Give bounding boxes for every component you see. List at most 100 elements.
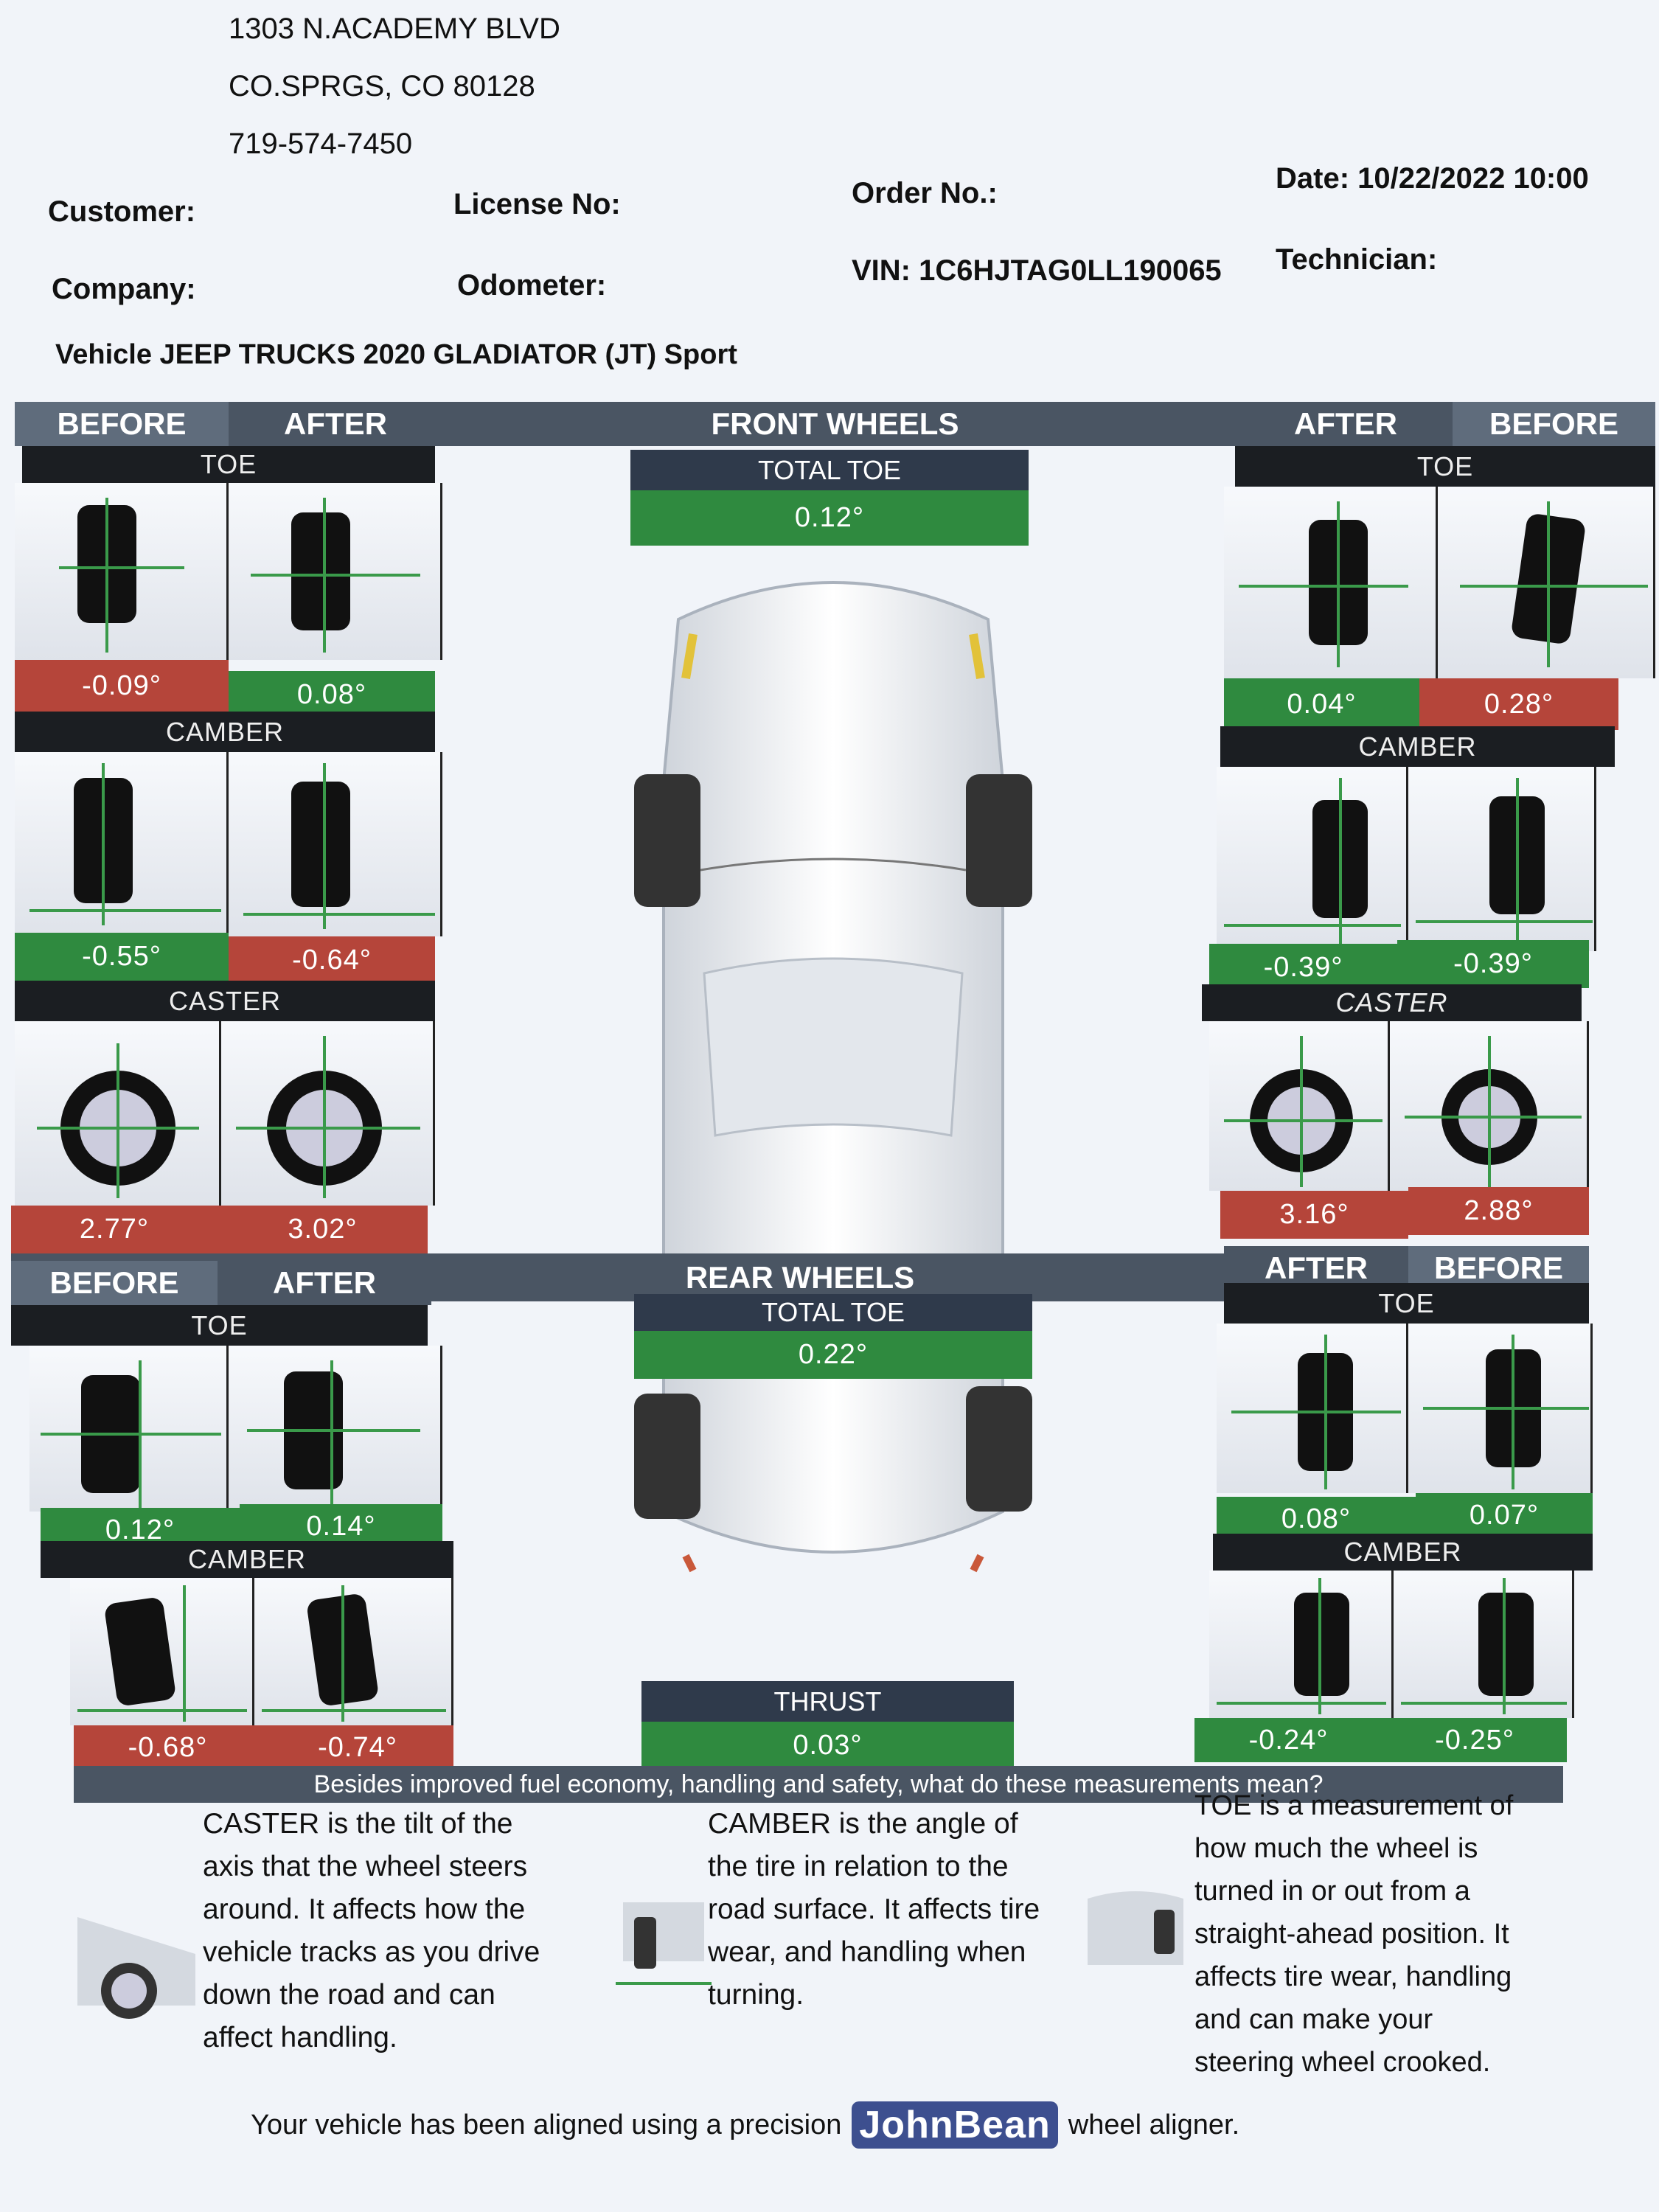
front-right-camber-before-image <box>1408 767 1596 951</box>
front-right-camber-label: CAMBER <box>1220 726 1615 767</box>
front-left-after-tab: AFTER <box>229 402 442 446</box>
front-right-camber-after-value: -0.39° <box>1209 944 1397 992</box>
wheel-icon <box>1224 1036 1382 1187</box>
toe-diagram-icon <box>1088 1891 1183 1965</box>
footer-text-end: wheel aligner. <box>1068 2109 1240 2140</box>
front-left-toe-after-image <box>229 483 442 660</box>
tire-icon <box>243 763 435 929</box>
shop-address-block: 1303 N.ACADEMY BLVD CO.SPRGS, CO 80128 7… <box>229 0 560 173</box>
license-label: License No: <box>453 188 621 220</box>
front-right-toe-after-image <box>1224 487 1438 678</box>
front-right-camber-before-value: -0.39° <box>1397 940 1589 988</box>
front-right-toe-before-image <box>1438 487 1655 678</box>
rear-left-toe-after-image <box>229 1346 442 1512</box>
rear-right-tire-icon <box>966 1386 1032 1512</box>
shop-city: CO.SPRGS, CO 80128 <box>229 70 535 102</box>
front-left-caster-before-image <box>15 1021 221 1206</box>
front-total-toe-value: 0.12° <box>630 490 1029 546</box>
rear-left-toe-before-image <box>29 1346 229 1512</box>
front-left-caster-label: CASTER <box>15 981 435 1021</box>
camber-diagram-icon <box>616 1902 712 1985</box>
tire-icon <box>251 498 420 653</box>
front-left-toe-before-value: -0.09° <box>15 660 229 712</box>
tire-icon <box>1224 778 1401 944</box>
odometer-label: Odometer: <box>457 269 607 302</box>
camber-explanation: CAMBER is the angle of the tire in relat… <box>708 1808 1040 2011</box>
caster-diagram-icon <box>77 1917 195 2019</box>
tire-icon <box>59 498 184 653</box>
vin-field: VIN: 1C6HJTAG0LL190065 <box>852 254 1222 287</box>
footer-text: Your vehicle has been aligned using a pr… <box>251 2109 842 2140</box>
rear-right-camber-after-image <box>1209 1571 1394 1718</box>
front-left-camber-after-image <box>229 752 442 936</box>
front-left-camber-before-image <box>15 752 229 936</box>
front-right-toe-before-value: 0.28° <box>1419 678 1618 730</box>
front-left-tire-icon <box>634 774 700 907</box>
rear-right-camber-before-image <box>1394 1571 1574 1718</box>
caster-explanation: CASTER is the tilt of the axis that the … <box>203 1808 540 2053</box>
front-right-toe-after-value: 0.04° <box>1224 678 1419 730</box>
thrust-value: 0.03° <box>641 1722 1014 1770</box>
rear-total-toe-value: 0.22° <box>634 1331 1032 1379</box>
rear-right-toe-after-image <box>1217 1324 1408 1493</box>
tire-icon <box>1239 501 1408 667</box>
rear-right-camber-after-value: -0.24° <box>1194 1718 1382 1762</box>
footer-line: Your vehicle has been aligned using a pr… <box>251 2101 1239 2149</box>
rear-left-before-tab: BEFORE <box>11 1261 218 1305</box>
front-left-toe-label: TOE <box>22 446 435 483</box>
rear-right-toe-before-image <box>1408 1324 1593 1493</box>
vehicle-top-view <box>634 581 1032 1573</box>
front-right-after-tab: AFTER <box>1239 402 1453 446</box>
front-wheels-title: FRONT WHEELS <box>711 406 959 441</box>
wheel-icon <box>1405 1036 1582 1187</box>
front-left-before-tab: BEFORE <box>15 402 229 446</box>
tire-icon <box>1460 501 1648 667</box>
customer-label: Customer: <box>48 195 196 228</box>
front-left-camber-before-value: -0.55° <box>15 933 229 981</box>
rear-left-camber-after-image <box>254 1578 453 1725</box>
rear-left-camber-after-value: -0.74° <box>262 1725 453 1770</box>
front-right-caster-label: CASTER <box>1202 984 1582 1021</box>
tire-icon <box>1423 1335 1589 1489</box>
rear-left-camber-before-value: -0.68° <box>74 1725 262 1770</box>
tire-icon <box>77 1585 247 1722</box>
date-field: Date: 10/22/2022 10:00 <box>1276 162 1589 195</box>
front-left-camber-label: CAMBER <box>15 712 435 752</box>
tire-icon <box>1416 778 1593 944</box>
technician-label: Technician: <box>1276 243 1438 276</box>
tire-icon <box>29 763 221 925</box>
front-right-caster-before-value: 2.88° <box>1408 1187 1589 1235</box>
tire-icon <box>1217 1578 1386 1714</box>
rear-wheels-title: REAR WHEELS <box>685 1259 915 1295</box>
tire-icon <box>41 1360 221 1508</box>
tire-icon <box>262 1585 446 1722</box>
shop-address: 1303 N.ACADEMY BLVD <box>229 13 560 45</box>
rear-right-camber-label: CAMBER <box>1213 1534 1593 1571</box>
rear-left-camber-label: CAMBER <box>41 1541 453 1578</box>
rear-right-toe-label: TOE <box>1224 1283 1589 1324</box>
front-left-toe-before-image <box>15 483 229 660</box>
rear-left-camber-before-image <box>70 1578 254 1725</box>
front-right-caster-after-image <box>1209 1021 1390 1191</box>
rear-left-tire-icon <box>634 1394 700 1519</box>
front-left-caster-after-value: 3.02° <box>218 1206 428 1253</box>
wheel-icon <box>236 1036 420 1198</box>
front-right-toe-label: TOE <box>1235 446 1655 487</box>
rear-right-camber-before-value: -0.25° <box>1382 1718 1567 1762</box>
rear-left-toe-label: TOE <box>11 1305 428 1346</box>
front-left-camber-after-value: -0.64° <box>229 936 435 984</box>
toe-explanation: TOE is a measurement of how much the whe… <box>1194 1790 1514 2078</box>
explanation-banner: Besides improved fuel economy, handling … <box>74 1766 1563 1803</box>
company-label: Company: <box>52 273 196 305</box>
front-left-caster-before-value: 2.77° <box>11 1206 218 1253</box>
front-right-camber-after-image <box>1217 767 1408 951</box>
front-left-toe-after-value: 0.08° <box>229 671 435 719</box>
front-left-caster-after-image <box>221 1021 435 1206</box>
front-right-tire-icon <box>966 774 1032 907</box>
front-right-caster-before-image <box>1390 1021 1589 1191</box>
front-right-caster-after-value: 3.16° <box>1220 1191 1408 1239</box>
front-total-toe-label: TOTAL TOE <box>630 450 1029 490</box>
shop-phone: 719-574-7450 <box>229 128 413 160</box>
front-right-before-tab: BEFORE <box>1453 402 1655 446</box>
wheel-icon <box>37 1043 199 1198</box>
